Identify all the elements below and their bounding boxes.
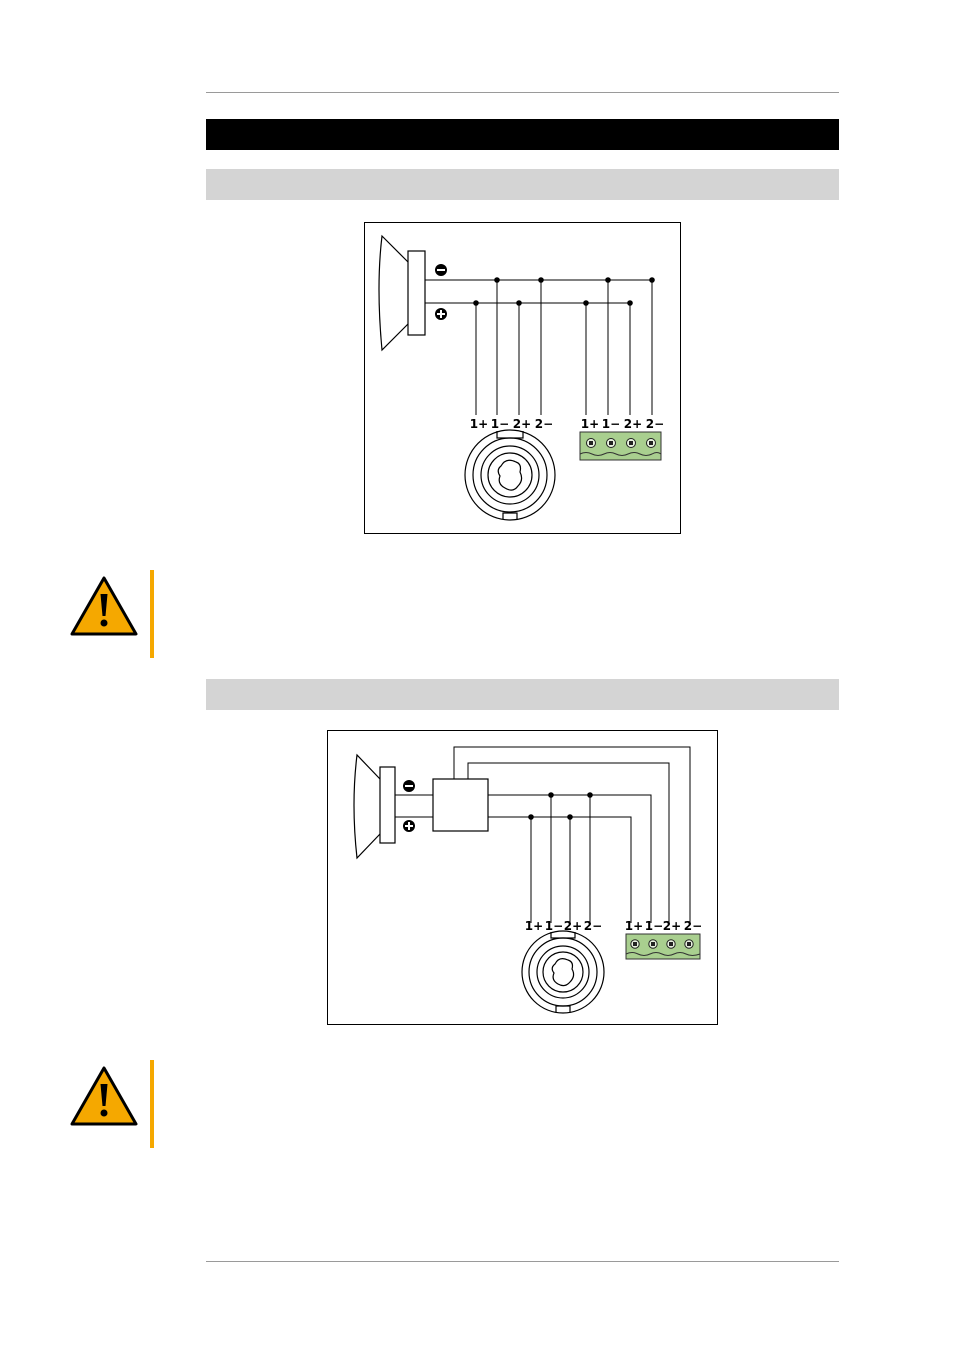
warning-bar-2 bbox=[150, 1060, 154, 1148]
minus-circle-icon bbox=[403, 780, 415, 792]
wiring-diagram-1: 1+ 1− 2+ 2− 1+ 1− 2+ 2− bbox=[364, 222, 682, 535]
warning-triangle-icon bbox=[69, 575, 139, 637]
section-bar-2 bbox=[206, 679, 839, 710]
minus-circle-icon bbox=[435, 264, 447, 276]
warning-bar-1 bbox=[150, 570, 154, 658]
section-bar-1 bbox=[206, 169, 839, 200]
speaker-icon bbox=[353, 753, 396, 860]
terminal-pin-label: 1− bbox=[645, 919, 663, 933]
chapter-title-bar bbox=[206, 119, 839, 150]
terminal-pin-label: 2− bbox=[684, 919, 702, 933]
speakon-pin-label: 1+ bbox=[525, 919, 543, 933]
terminal-pin-label: 2+ bbox=[624, 417, 642, 431]
speakon-pin-label: 2+ bbox=[564, 919, 582, 933]
speakon-pin-label: 1− bbox=[545, 919, 563, 933]
plus-circle-icon bbox=[403, 820, 415, 832]
footer-rule bbox=[206, 1261, 839, 1262]
speakon-pin-label: 1+ bbox=[470, 417, 488, 431]
header-rule bbox=[206, 92, 839, 93]
speakon-connector-icon bbox=[464, 429, 556, 521]
speakon-connector-icon bbox=[521, 930, 605, 1014]
crossover-box bbox=[432, 778, 489, 832]
terminal-pin-label: 2− bbox=[646, 417, 664, 431]
terminal-pin-label: 1− bbox=[602, 417, 620, 431]
wiring-diagram-2: 1+ 1− 2+ 2− 1+ 1− 2+ 2− bbox=[327, 730, 719, 1026]
speakon-pin-label: 2+ bbox=[513, 417, 531, 431]
warning-triangle-icon bbox=[69, 1065, 139, 1127]
speakon-pin-label: 2− bbox=[535, 417, 553, 431]
terminal-block-icon bbox=[625, 933, 701, 960]
speaker-icon bbox=[378, 234, 426, 352]
terminal-pin-label: 2+ bbox=[663, 919, 681, 933]
terminal-pin-label: 1+ bbox=[625, 919, 643, 933]
speakon-pin-label: 1− bbox=[491, 417, 509, 431]
speakon-pin-label: 2− bbox=[584, 919, 602, 933]
terminal-pin-label: 1+ bbox=[581, 417, 599, 431]
terminal-block-icon bbox=[579, 431, 662, 461]
plus-circle-icon bbox=[435, 308, 447, 320]
